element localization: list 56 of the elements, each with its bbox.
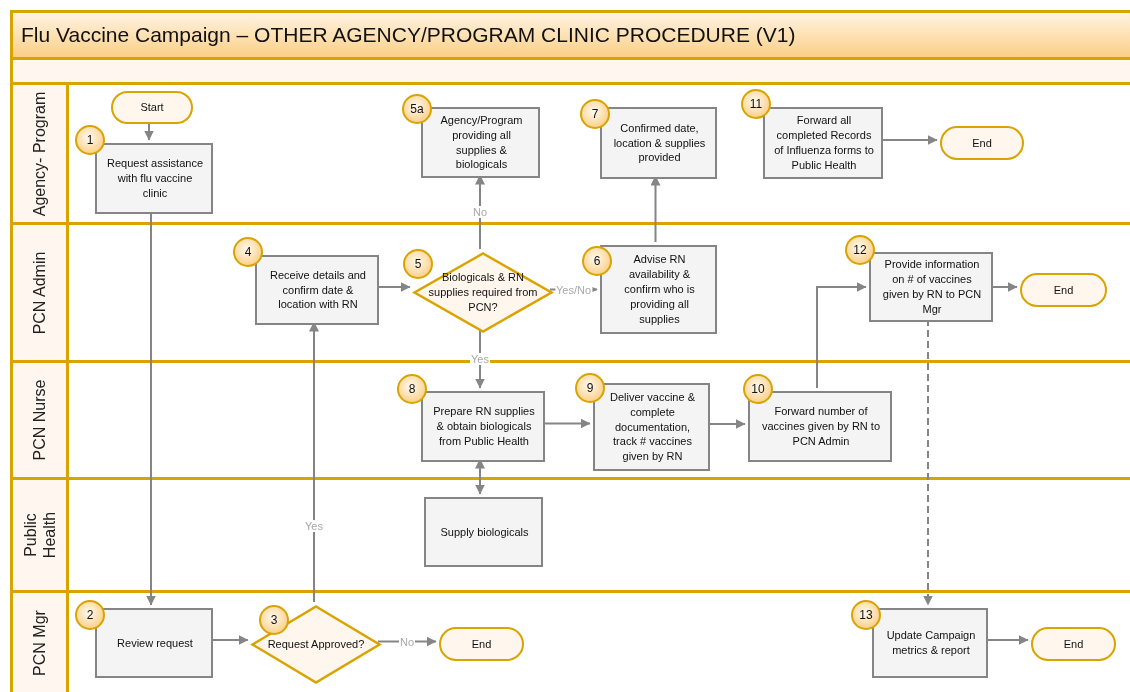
step-number-badge: 9 (575, 373, 605, 403)
step-text: End (471, 636, 492, 652)
step-number-badge: 8 (397, 374, 427, 404)
arrow (475, 329, 485, 389)
step-text: Update Campaign metrics & report (885, 628, 977, 658)
step-number-badge: 4 (233, 237, 263, 267)
edge-label: Yes/No (554, 283, 593, 296)
swimlane (10, 82, 1130, 222)
step-text: Review request (117, 635, 193, 651)
step-number-badge: 6 (582, 246, 612, 276)
diagram-title: Flu Vaccine Campaign – OTHER AGENCY/PROGRAM CLINIC PROCEDURE (V1) (21, 23, 796, 47)
edge-label: No (471, 206, 489, 218)
step-text: End (972, 135, 992, 151)
step-text: Request assistance with flu vaccine clinic (106, 156, 204, 201)
step-text: Prepare RN supplies & obtain biologicals from Public Health (432, 404, 536, 449)
step-text: Forward number of vaccines given by RN to PCN Admin (761, 404, 881, 449)
swimlane (10, 477, 1130, 590)
lane-label: Public Health (20, 510, 59, 561)
lane-label: PCN Mgr (29, 608, 49, 678)
step-number-badge: 12 (845, 235, 875, 265)
step-text: Agency/Program providing all supplies & biologicals (439, 112, 524, 173)
step-text: Request Approved? (267, 637, 365, 652)
lane-label: Agency- Program (29, 90, 49, 218)
terminator (111, 91, 193, 124)
step-text: Start (140, 100, 164, 115)
edge-label: No (398, 635, 416, 648)
lane-label: PCN Nurse (29, 378, 49, 463)
step-number-badge: 2 (75, 600, 105, 630)
edge-label: Yes (304, 520, 324, 533)
arrow (816, 282, 867, 389)
step-text: Deliver vaccine & complete documentation, track # vaccines given by RN (609, 389, 696, 465)
step-text: End (1063, 636, 1084, 652)
step-text: Advise RN availability & confirm who is providing all supplies (623, 252, 696, 327)
step-text: Supply biologicals (440, 524, 529, 540)
step-text: Provide information on # of vaccines given by RN to PCN Mgr (881, 257, 983, 317)
step-text: End (1053, 282, 1074, 298)
lane-label: PCN Admin (29, 250, 49, 336)
edge-label: Yes (470, 353, 490, 365)
step-number-badge: 7 (580, 99, 610, 129)
process-box (424, 497, 543, 567)
terminator (940, 126, 1024, 160)
swimlane (10, 590, 1130, 692)
step-number-badge: 11 (741, 89, 771, 119)
step-text: Confirmed date, location & supplies provided (612, 120, 707, 166)
step-number-badge: 5a (402, 94, 432, 124)
step-text: Forward all completed Records of Influenza forms to Public Health (773, 113, 875, 173)
step-number-badge: 10 (743, 374, 773, 404)
step-number-badge: 13 (851, 600, 881, 630)
terminator (1031, 627, 1116, 661)
terminator (1020, 273, 1107, 307)
step-text: Receive details and confirm date & location with RN (269, 267, 367, 313)
step-number-badge: 3 (259, 605, 289, 635)
decision-diamond (251, 605, 381, 684)
step-number-badge: 1 (75, 125, 105, 155)
terminator (439, 627, 524, 661)
step-number-badge: 5 (403, 249, 433, 279)
